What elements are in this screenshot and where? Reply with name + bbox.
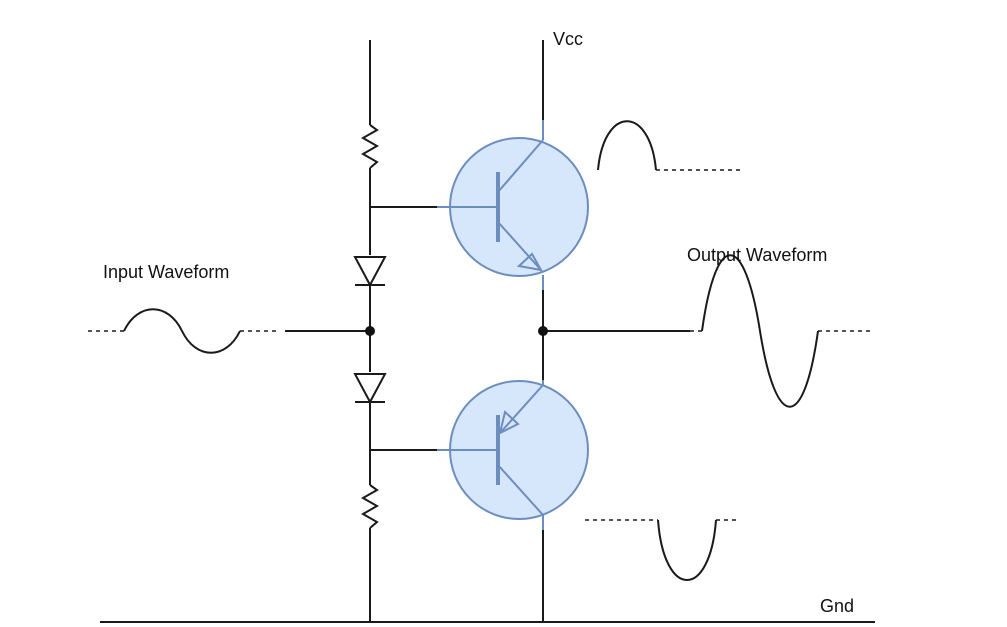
diode-bottom: [353, 373, 387, 405]
resistor-top: [360, 124, 380, 169]
pnp-half-waveform: [585, 519, 740, 581]
input-waveform-label: Input Waveform: [103, 262, 229, 282]
npn-transistor: [437, 120, 589, 290]
diode-top: [353, 256, 387, 288]
vcc-label: Vcc: [553, 29, 583, 49]
input-junction: [365, 326, 375, 336]
input-waveform: [88, 308, 280, 354]
gnd-label: Gnd: [820, 596, 854, 616]
output-waveform-label: Output Waveform: [687, 245, 827, 265]
pnp-transistor: [437, 380, 589, 530]
npn-half-waveform: [597, 120, 740, 171]
output-junction: [538, 326, 548, 336]
resistor-bottom: [360, 484, 380, 529]
output-waveform: [690, 254, 870, 408]
